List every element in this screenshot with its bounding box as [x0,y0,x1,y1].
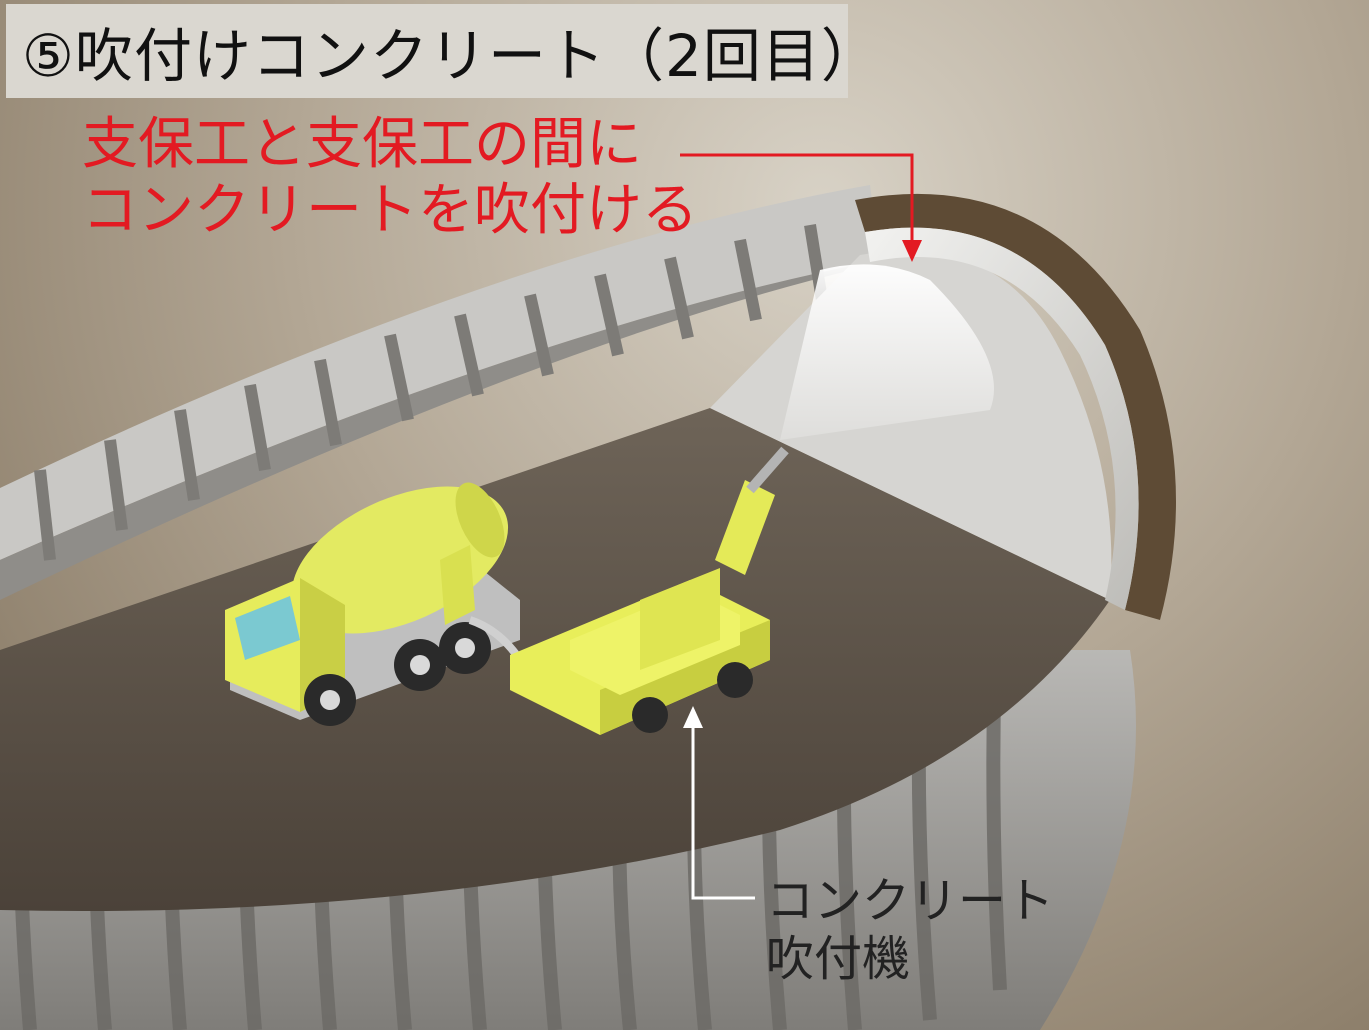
machine-arrowhead [683,706,703,728]
machine-label: コンクリート 吹付機 [766,872,1066,988]
page-title: ⑤吹付けコンクリート（2回目） [22,22,880,90]
machine-wheel [632,697,668,733]
callout-leader-line [680,153,914,250]
concrete-spray [780,264,994,440]
machine-wheel [717,662,753,698]
machine-leader-line [691,720,755,900]
machine-label-line-1: コンクリート [766,873,1055,929]
spray-callout: 支保工と支保工の間に コンクリートを吹付ける [82,112,702,244]
concrete-mixer-truck [225,482,520,726]
tunnel-upper-lining [0,185,880,600]
machine-label-line-2: 吹付機 [766,931,911,987]
callout-line-1: 支保工と支保工の間に [82,112,642,177]
title-banner: ⑤吹付けコンクリート（2回目） [6,4,879,98]
concrete-spraying-machine [510,446,789,735]
tunnel-face-rim [865,227,1139,610]
callout-line-2: コンクリートを吹付ける [82,178,698,243]
callout-arrowhead [902,240,922,262]
tunnel-rock-ring [855,193,1176,620]
